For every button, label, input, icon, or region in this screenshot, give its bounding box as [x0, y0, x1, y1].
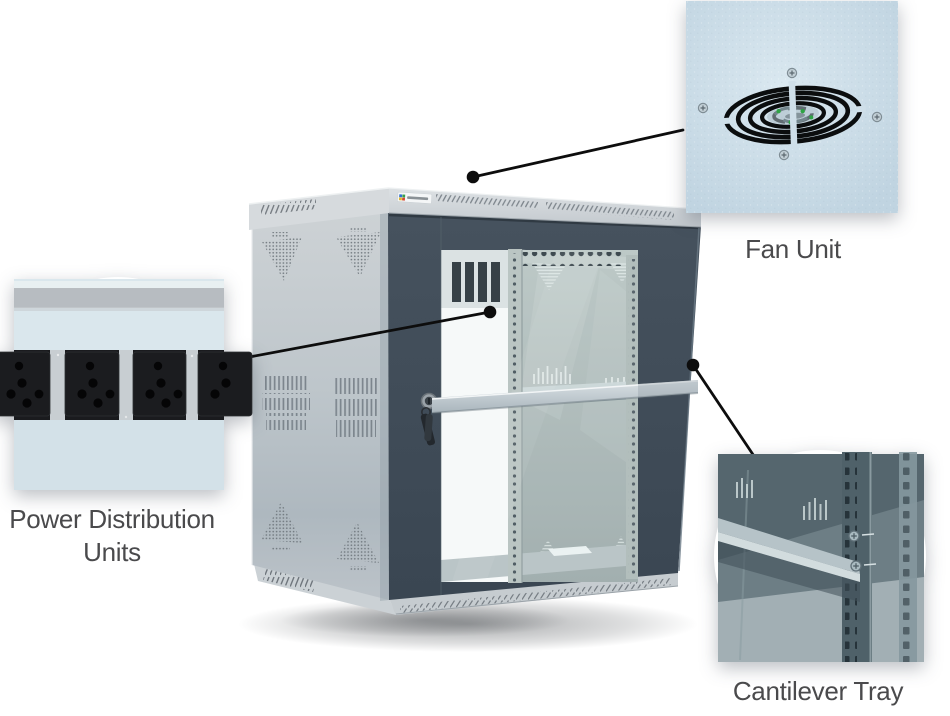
- side-panel: [252, 212, 389, 600]
- vent-perforation-icon: [261, 199, 316, 215]
- fan-unit-callout: [686, 1, 898, 213]
- fan-anchor-dot: [466, 170, 480, 184]
- tray-callout: [714, 450, 926, 662]
- vent-perforation-icon: [263, 569, 316, 592]
- glass-door-interior: [441, 249, 638, 583]
- pdu-anchor-dot: [483, 305, 497, 319]
- top-cap: [248, 187, 702, 230]
- fan-callout-line: [471, 128, 685, 179]
- vent-perforation-icon: [436, 194, 538, 210]
- pdu-callout-line: [226, 310, 492, 363]
- tray-callout-line: [691, 363, 760, 464]
- pdu-callout: [0, 277, 252, 489]
- power-socket-icon: [0, 352, 50, 416]
- tray-anchor-dot: [686, 358, 700, 372]
- vent-perforation-icon: [546, 202, 674, 220]
- fan-unit-label: Fan Unit: [745, 234, 841, 264]
- power-strip: [0, 350, 252, 420]
- power-socket-icon: [133, 352, 186, 416]
- vent-perforation-icon: [400, 578, 672, 613]
- brand-label: [397, 191, 433, 204]
- power-socket-icon: [65, 352, 119, 416]
- pdu-label: Power Distribution Units: [9, 504, 215, 567]
- rack-cabinet: [248, 187, 702, 615]
- tray-label: Cantilever Tray: [732, 676, 904, 706]
- cantilever-tray-bar: [431, 380, 699, 414]
- base-skirt: [254, 564, 679, 615]
- power-socket-icon: [198, 352, 252, 416]
- keys-icon: [420, 406, 435, 446]
- callout-connectors: [226, 128, 760, 464]
- callout-anchor-dots: [466, 170, 700, 372]
- front-door-frame: [388, 213, 701, 600]
- vent-perforation-icon: [261, 227, 381, 571]
- cabinet-shadow: [238, 596, 698, 652]
